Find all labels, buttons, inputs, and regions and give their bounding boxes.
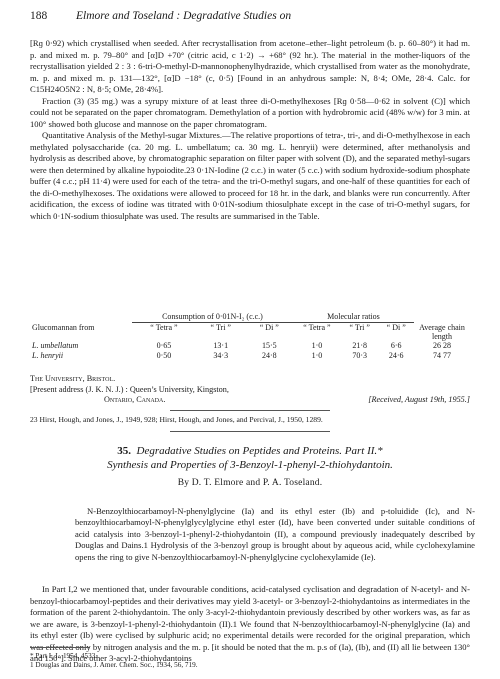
paragraph-fraction-3: Fraction (3) (35 mg.) was a syrupy mixtu…	[30, 95, 470, 129]
article-intro: In Part I,2 we mentioned that, under fav…	[30, 584, 470, 665]
table-cell-name: L. umbellatum	[32, 340, 79, 350]
table-row: L. henryii 0·50 34·3 24·8 1·0 70·3 24·6 …	[30, 351, 470, 361]
table-cell: 0·65	[156, 340, 172, 350]
article-title-line1: Degradative Studies on Peptides and Prot…	[136, 445, 383, 457]
table-cell: 28	[443, 340, 451, 350]
table-col-tetra-ratio: “ Tetra ”	[303, 323, 331, 332]
table-col-di-ratio: “ Di ”	[386, 323, 406, 332]
table-cell: 21·8	[352, 340, 368, 350]
affiliation-line1: The University, Bristol.	[30, 374, 116, 383]
footnote-1: 1 Douglas and Dains, J. Amer. Chem. Soc.…	[30, 661, 198, 670]
paragraph-quantitative-analysis: Quantitative Analysis of the Methyl-suga…	[30, 130, 470, 221]
table-cell: 13·1	[213, 340, 229, 350]
table-col-tri: “ Tri ”	[210, 323, 231, 332]
table-col-average: Average chain length	[419, 322, 465, 341]
affiliation-line3: Ontario, Canada.	[104, 395, 166, 404]
table-cell: 74	[433, 350, 441, 360]
table-cell: 24·8	[261, 350, 277, 360]
table-col-tetra: “ Tetra ”	[150, 323, 178, 332]
table-cell: 1·0	[311, 340, 323, 350]
table-cell: 34·3	[213, 350, 229, 360]
affiliation: The University, Bristol. [Present addres…	[30, 374, 470, 406]
article-title-line2: Synthesis and Properties of 3-Benzoyl-1-…	[107, 459, 393, 471]
table-col-tri-ratio: “ Tri ”	[349, 323, 370, 332]
paragraph-crystallisation: [Rɡ 0·92) which crystallised when seeded…	[30, 38, 470, 94]
divider	[170, 431, 330, 432]
footnote-23: 23 Hirst, Hough, and Jones, J., 1949, 92…	[30, 415, 323, 424]
footnotes-bottom: * Part I, J., 1954, 4533. 1 Douglas and …	[30, 643, 470, 671]
footnote-part: * Part I, J., 1954, 4533.	[30, 652, 98, 661]
table-row: L. umbellatum 0·65 13·1 15·5 1·0 21·8 6·…	[30, 341, 470, 351]
affiliation-line2: [Present address (J. K. N. J.) : Queen’s…	[30, 384, 229, 394]
table-cell: 15·5	[261, 340, 277, 350]
abstract-text: N-Benzoylthiocarbamoyl-N-phenylglycine (…	[75, 505, 475, 562]
table-col-di: “ Di ”	[259, 323, 279, 332]
article-authors: By D. T. Elmore and P. A. Toseland.	[177, 478, 323, 488]
article-number: 35.	[117, 445, 132, 457]
table-row-label-header: Glucomannan from	[32, 322, 95, 332]
results-table: Consumption of 0·01N-I₂ (c.c.) Molecular…	[30, 312, 470, 361]
article-title: 35. Degradative Studies on Peptides and …	[30, 444, 470, 472]
running-header: 188 Elmore and Toseland : Degradative St…	[30, 10, 470, 26]
table-cell-name: L. henryii	[32, 350, 64, 360]
experimental-continuation: [Rɡ 0·92) which crystallised when seeded…	[30, 38, 470, 222]
running-title: Elmore and Toseland : Degradative Studie…	[76, 10, 292, 22]
divider	[30, 647, 90, 648]
article-abstract: N-Benzoylthiocarbamoyl-N-phenylglycine (…	[75, 497, 475, 572]
table-cell: 24·6	[388, 350, 404, 360]
intro-text: In Part I,2 we mentioned that, under fav…	[30, 584, 470, 663]
table-cell: 77	[443, 350, 451, 360]
page-number: 188	[30, 10, 48, 22]
table-group-consumption: Consumption of 0·01N-I₂ (c.c.)	[132, 312, 293, 323]
table-cell: 70·3	[352, 350, 368, 360]
table-cell: 0·50	[156, 350, 172, 360]
divider	[170, 410, 330, 411]
table-cell: 6·6	[390, 340, 402, 350]
table-group-molecular: Molecular ratios	[292, 312, 414, 323]
table-cell: 1·0	[311, 350, 323, 360]
received-date: [Received, August 19th, 1955.]	[368, 395, 470, 404]
table-cell: 26	[433, 340, 441, 350]
